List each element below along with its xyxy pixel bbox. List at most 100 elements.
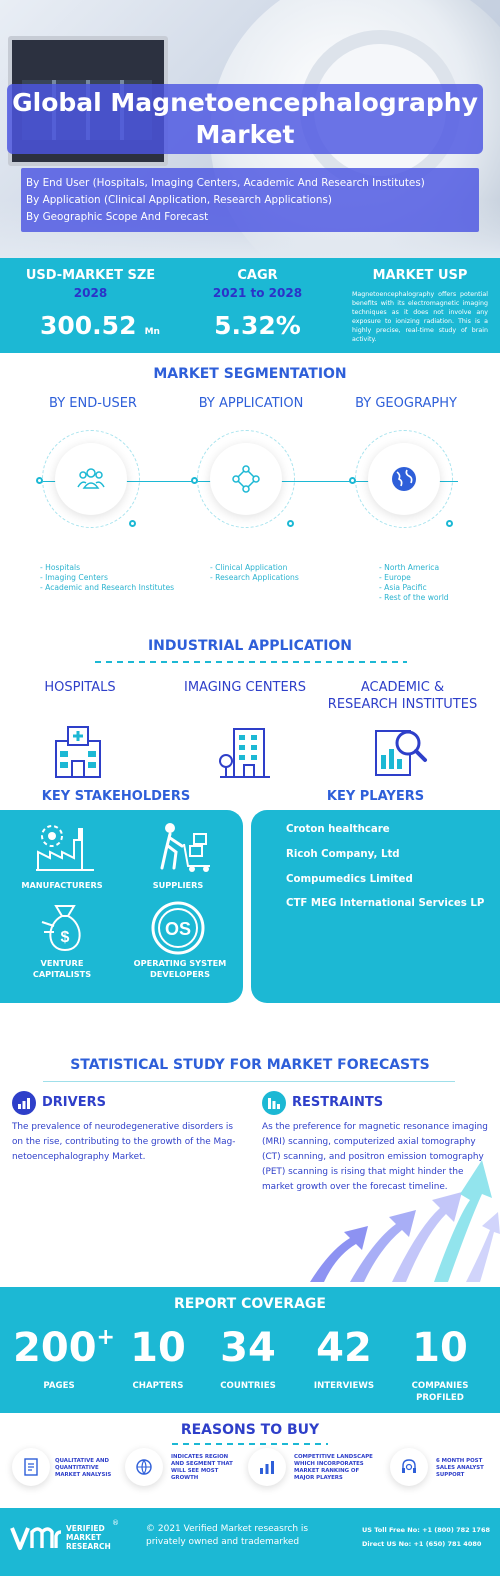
- statistical-divider: [43, 1081, 455, 1082]
- seg-dot-3: [191, 477, 198, 484]
- market-size-unit: Mn: [144, 327, 160, 337]
- seg-dot-6: [446, 520, 453, 527]
- coverage-chapters-value: 10: [130, 1325, 186, 1371]
- restraints-title: RESTRAINTS: [292, 1095, 384, 1110]
- list-item: - Academic and Research Institutes: [40, 583, 175, 592]
- os-icon: OS: [151, 901, 205, 955]
- seg-inner-end-user: [55, 443, 127, 515]
- reason-3-text: COMPETITIVE LANDSCAPE WHICH INCORPORATES…: [294, 1454, 384, 1482]
- reason-2-badge: [125, 1448, 163, 1486]
- list-item: - North America: [379, 563, 440, 572]
- supplier-icon: [160, 823, 210, 872]
- vmr-logo-text: VERIFIED MARKET RESEARCH: [66, 1524, 111, 1551]
- reason-4-text: 6 MONTH POST SALES ANALYST SUPPORT: [436, 1458, 496, 1479]
- coverage-countries-label: COUNTRIES: [220, 1381, 276, 1391]
- building-icon: [219, 728, 270, 778]
- coverage-pages-value-group: 200+: [8, 1325, 120, 1371]
- list-item: - Research Applications: [210, 573, 299, 582]
- us-toll-free-number[interactable]: +1 (800) 782 1768: [422, 1526, 490, 1534]
- seg-dot-4: [287, 520, 294, 527]
- globe-icon: [136, 1459, 152, 1475]
- reason-2-text: INDICATES REGION AND SEGMENT THAT WILL S…: [171, 1454, 241, 1482]
- restraints-text: As the preference for magnetic resonance…: [262, 1120, 496, 1195]
- players-title: KEY PLAYERS: [326, 789, 425, 804]
- list-item: - Imaging Centers: [40, 573, 108, 582]
- subtitle-box: [21, 168, 479, 232]
- coverage-title: REPORT COVERAGE: [174, 1296, 326, 1312]
- market-size-value: 300.52: [40, 311, 137, 340]
- coverage-companies-label: COMPANIES PROFILED: [400, 1380, 480, 1404]
- subtitle-end-user: By End User (Hospitals, Imaging Centers,…: [26, 177, 425, 189]
- factory-icon: [36, 825, 94, 871]
- seg-list-end-user: - Hospitals - Imaging Centers - Academic…: [40, 563, 200, 593]
- direct-us-number[interactable]: +1 (650) 781 4080: [413, 1540, 482, 1548]
- us-toll-free-label: US Toll Free No:: [362, 1526, 420, 1534]
- stakeholder-os-developers: OPERATING SYSTEM DEVELOPERS: [120, 958, 240, 980]
- statistical-title: STATISTICAL STUDY FOR MARKET FORECASTS: [70, 1057, 430, 1073]
- coverage-pages-plus: +: [96, 1325, 115, 1350]
- cagr-years: 2021 to 2028: [212, 286, 303, 300]
- player-ricoh: Ricoh Company, Ltd: [286, 849, 400, 860]
- industrial-heading-hospitals: HOSPITALS: [44, 680, 116, 695]
- logo-line: RESEARCH: [66, 1542, 111, 1551]
- copyright-text: © 2021 Verified Market reseasrch is priv…: [146, 1523, 346, 1549]
- hospital-icon: [55, 726, 101, 778]
- player-compumedics: Compumedics Limited: [286, 874, 413, 885]
- seg-dot-2: [129, 520, 136, 527]
- restraints-line: (PET) scanning is rising that might hind…: [262, 1167, 464, 1177]
- drivers-title: DRIVERS: [42, 1095, 106, 1110]
- segmentation-title: MARKET SEGMENTATION: [153, 366, 347, 382]
- stakeholder-manufacturers: MANUFACTURERS: [21, 880, 103, 890]
- footer: [0, 1508, 500, 1576]
- reason-line: 6 MONTH POST: [436, 1458, 483, 1464]
- market-size-label: USD-MARKET SZE: [25, 268, 156, 283]
- reason-3-badge: [248, 1448, 286, 1486]
- seg-list-geography: - North America - Europe - Asia Pacific …: [379, 563, 489, 603]
- reason-line: QUANTITATIVE: [55, 1465, 99, 1471]
- restraints-line: As the preference for magnetic resonance…: [262, 1122, 488, 1132]
- industrial-title: INDUSTRIAL APPLICATION: [147, 638, 353, 654]
- industrial-heading-academic: ACADEMIC & RESEARCH INSTITUTES: [315, 679, 490, 713]
- reason-line: SUPPORT: [436, 1472, 465, 1478]
- reasons-divider: [172, 1443, 328, 1445]
- seg-heading-end-user: BY END-USER: [49, 396, 137, 411]
- us-toll-free[interactable]: US Toll Free No: +1 (800) 782 1768: [362, 1526, 490, 1534]
- reason-line: QUALITATIVE AND: [55, 1458, 109, 1464]
- drivers-text: The prevalence of neurodegenerative diso…: [12, 1120, 242, 1165]
- restraints-icon: [262, 1091, 286, 1115]
- direct-us[interactable]: Direct US No: +1 (650) 781 4080: [362, 1540, 481, 1548]
- copyright-line: privately owned and trademarked: [146, 1537, 300, 1547]
- market-size-year: 2028: [73, 286, 108, 300]
- coverage-companies-line2: PROFILED: [416, 1393, 464, 1403]
- players-panel: [251, 810, 500, 1003]
- drivers-line: netoencephalography Market.: [12, 1152, 146, 1162]
- subtitle-geography: By Geographic Scope And Forecast: [26, 211, 209, 223]
- money-bag-icon: $: [41, 905, 81, 952]
- title-box: [7, 84, 483, 154]
- network-icon: [232, 465, 260, 493]
- industrial-heading-academic-line2: RESEARCH INSTITUTES: [327, 697, 478, 712]
- reason-1-badge: [12, 1448, 50, 1486]
- users-icon: [77, 468, 105, 489]
- seg-heading-application: BY APPLICATION: [198, 396, 304, 411]
- restraints-chart-glyph: [268, 1098, 280, 1109]
- subtitle-application: By Application (Clinical Application, Re…: [26, 194, 332, 206]
- growth-arrows-graphic: [310, 1160, 500, 1282]
- stakeholders-panel: [0, 810, 243, 1003]
- industrial-divider: [95, 661, 407, 663]
- reason-line: WILL SEE MOST: [171, 1468, 219, 1474]
- seg-dot-5: [349, 477, 356, 484]
- reason-4-badge: [390, 1448, 428, 1486]
- stats-band: [0, 258, 500, 353]
- drivers-icon: [12, 1091, 36, 1115]
- stakeholder-suppliers: SUPPLIERS: [152, 880, 204, 890]
- industrial-heading-imaging: IMAGING CENTERS: [183, 680, 306, 695]
- copyright-line: © 2021 Verified Market reseasrch is: [146, 1524, 309, 1534]
- reason-line: COMPETITIVE LANDSCAPE: [294, 1454, 373, 1460]
- usp-text: Magnetoencephalography offers potential …: [352, 291, 488, 343]
- stakeholder-os-line2: DEVELOPERS: [150, 969, 210, 979]
- list-item: - Europe: [379, 573, 411, 582]
- reason-1-text: QUALITATIVE AND QUANTITATIVE MARKET ANAL…: [55, 1458, 121, 1479]
- reason-line: MARKET RANKING OF: [294, 1468, 360, 1474]
- seg-inner-application: [210, 443, 282, 515]
